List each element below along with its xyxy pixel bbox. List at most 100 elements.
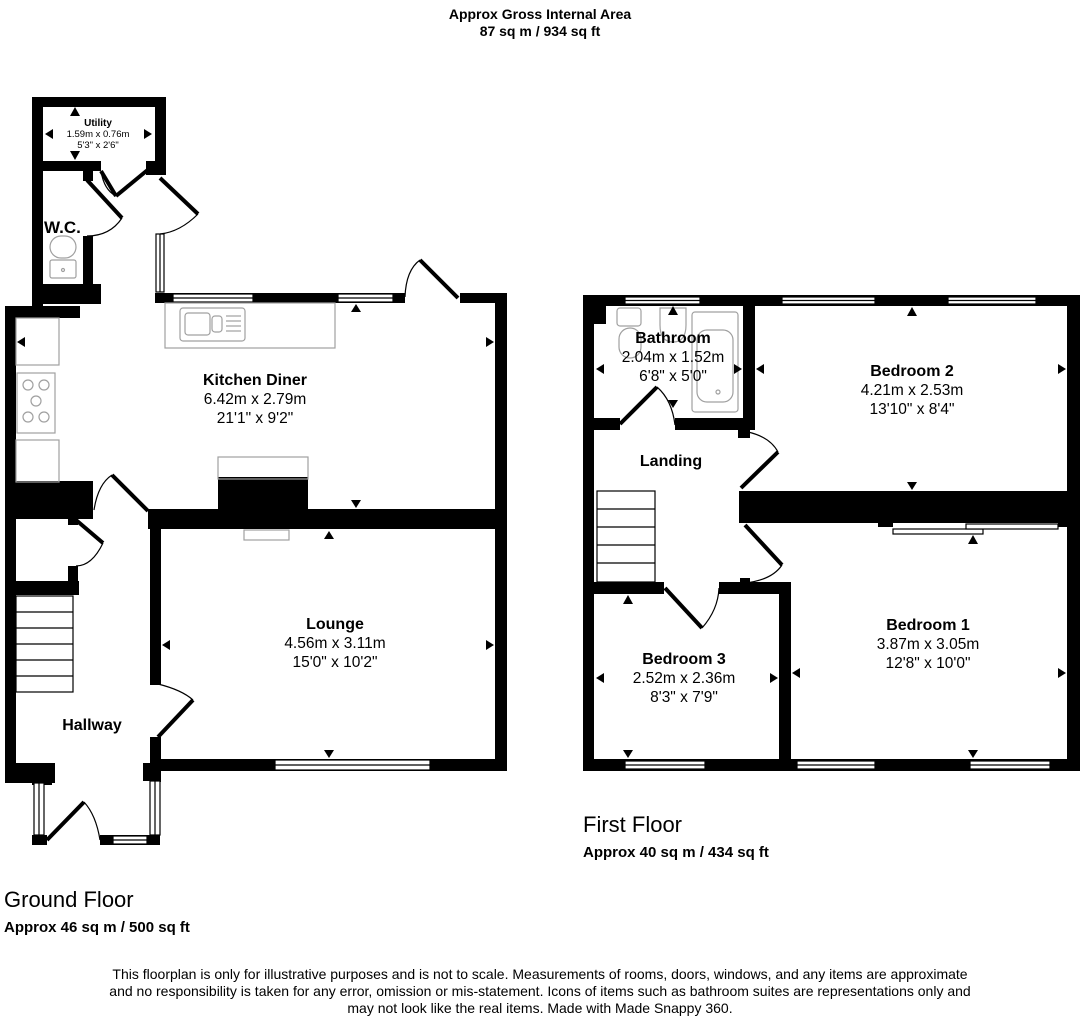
room-metric: 1.59m x 0.76m: [66, 129, 130, 140]
room-label-bedroom-3: Bedroom 3 2.52m x 2.36m 8'3" x 7'9": [633, 650, 736, 707]
wall: [878, 512, 893, 527]
wall: [779, 582, 791, 764]
wall: [5, 306, 80, 318]
lounge-hearth: [243, 529, 290, 541]
room-label-utility: Utility 1.59m x 0.76m 5'3" x 2'6": [67, 118, 130, 151]
windows-ground: [33, 233, 431, 845]
wall: [143, 763, 161, 781]
wall: [719, 582, 791, 594]
room-label-bedroom-1: Bedroom 1 3.87m x 3.05m 12'8" x 10'0": [877, 616, 980, 673]
bathroom-fixtures: [616, 307, 739, 413]
wall: [460, 293, 507, 303]
room-label-hallway: Hallway: [62, 716, 122, 735]
disclaimer-line: and no responsibility is taken for any e…: [109, 983, 971, 999]
room-imperial: 13'10" x 8'4": [869, 401, 955, 418]
bath-icon: [691, 311, 739, 413]
room-metric: 2.04m x 1.52m: [621, 349, 725, 366]
wall: [5, 306, 16, 776]
wall: [155, 293, 405, 303]
dimension-arrows-ground: [17, 107, 494, 758]
room-name: Bedroom 3: [642, 651, 726, 668]
doors-first: [618, 385, 784, 630]
windows-first: [624, 296, 1059, 770]
wall: [32, 835, 47, 845]
room-metric: 2.52m x 2.36m: [632, 670, 736, 687]
room-label-bathroom: Bathroom 2.04m x 1.52m 6'8" x 5'0": [622, 329, 725, 386]
hob-icon: [16, 372, 56, 434]
fireplace-hearth: [217, 456, 309, 480]
toilet-icon: [49, 235, 77, 259]
room-metric: 6.42m x 2.79m: [203, 391, 307, 408]
gross-area-value: 87 sq m / 934 sq ft: [479, 23, 601, 39]
room-imperial: 12'8" x 10'0": [885, 655, 971, 672]
room-name: Bathroom: [635, 330, 711, 347]
wall: [83, 161, 93, 181]
wall: [148, 509, 507, 529]
room-label-wc: W.C.: [44, 218, 81, 237]
room-name: Kitchen Diner: [202, 372, 308, 389]
stairs-ground: [15, 595, 74, 693]
gross-area-header: Approx Gross Internal Area 87 sq m / 934…: [0, 6, 1080, 40]
wall: [32, 97, 166, 107]
stairs-first: [596, 490, 656, 583]
room-name: Bedroom 1: [886, 617, 970, 634]
wall: [43, 284, 101, 304]
wall: [83, 236, 93, 296]
room-name: Bedroom 2: [870, 363, 954, 380]
room-label-bedroom-2: Bedroom 2 4.21m x 2.53m 13'10" x 8'4": [861, 362, 964, 419]
room-label-kitchen-diner: Kitchen Diner 6.42m x 2.79m 21'1" x 9'2": [203, 371, 307, 428]
wc-fixtures: [49, 235, 77, 279]
wall: [739, 491, 1080, 523]
room-imperial: 8'3" x 7'9": [650, 689, 718, 706]
wall: [5, 581, 79, 595]
room-imperial: 6'8" x 5'0": [639, 368, 707, 385]
room-name: Lounge: [306, 616, 364, 633]
wall: [738, 430, 750, 438]
room-name: Utility: [84, 118, 112, 129]
wall: [594, 418, 620, 430]
wall: [43, 161, 101, 171]
wall: [1058, 512, 1070, 527]
room-name: Hallway: [62, 717, 122, 734]
dimension-arrows-first: [596, 306, 1066, 758]
chimney-breast: [218, 477, 308, 512]
wall: [150, 509, 161, 685]
room-label-lounge: Lounge 4.56m x 3.11m 15'0" x 10'2": [284, 615, 385, 672]
wall: [32, 97, 43, 309]
sink-icon: [179, 307, 246, 342]
wall: [675, 418, 755, 430]
wall: [32, 775, 52, 785]
room-metric: 3.87m x 3.05m: [876, 636, 980, 653]
gross-area-title: Approx Gross Internal Area: [448, 6, 632, 22]
wall: [1067, 295, 1080, 771]
wall: [743, 306, 755, 430]
wall: [594, 582, 664, 594]
room-imperial: 15'0" x 10'2": [292, 654, 378, 671]
ground-floor-title: Ground Floor: [4, 887, 134, 912]
toilet-icon: [616, 307, 642, 327]
room-name: Landing: [639, 453, 703, 470]
wall: [155, 97, 166, 175]
room-metric: 4.21m x 2.53m: [860, 382, 964, 399]
disclaimer-line: may not look like the real items. Made w…: [347, 1000, 733, 1016]
worktop-left: [15, 317, 60, 366]
disclaimer: This floorplan is only for illustrative …: [0, 966, 1080, 1017]
wall: [68, 515, 78, 525]
room-label-landing: Landing: [640, 452, 702, 471]
room-metric: 4.56m x 3.11m: [284, 635, 386, 652]
room-imperial: 5'3" x 2'6": [77, 140, 119, 151]
wall: [594, 306, 606, 324]
wall: [583, 295, 594, 771]
worktop: [164, 302, 336, 349]
doors-ground: [45, 166, 460, 842]
wall: [68, 566, 78, 595]
wall: [495, 293, 507, 771]
basin-icon: [659, 307, 687, 343]
room-imperial: 21'1" x 9'2": [216, 410, 294, 427]
disclaimer-line: This floorplan is only for illustrative …: [112, 966, 968, 982]
wall: [146, 161, 166, 175]
wall: [5, 481, 93, 519]
kitchen-fixtures: [15, 302, 336, 541]
first-floor-area: Approx 40 sq m / 434 sq ft: [583, 844, 769, 861]
ground-floor-area: Approx 46 sq m / 500 sq ft: [4, 919, 190, 936]
